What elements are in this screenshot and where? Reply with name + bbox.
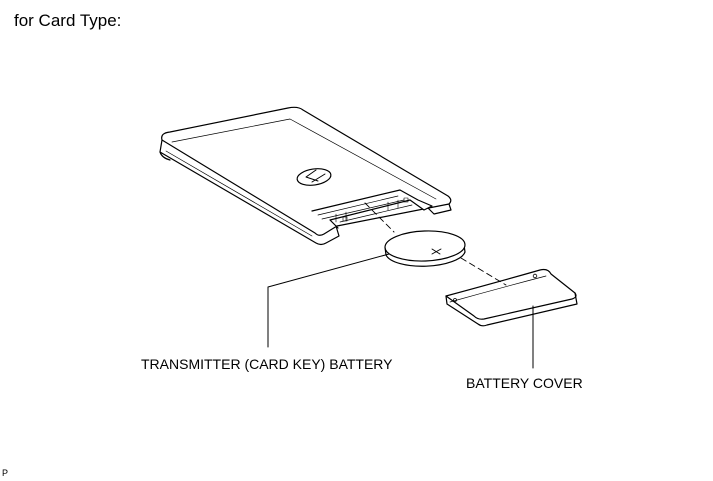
- plus-icon: [431, 248, 442, 255]
- battery-leader-line: [267, 253, 390, 348]
- battery-label: TRANSMITTER (CARD KEY) BATTERY: [141, 356, 393, 372]
- battery-cover: [445, 268, 578, 327]
- figure-code: P: [2, 468, 9, 478]
- coin-battery: [384, 230, 466, 267]
- card-key-body: [159, 106, 452, 246]
- battery-cover-label: BATTERY COVER: [466, 375, 583, 391]
- alignment-lines: [364, 202, 507, 286]
- page-heading: for Card Type:: [14, 11, 122, 30]
